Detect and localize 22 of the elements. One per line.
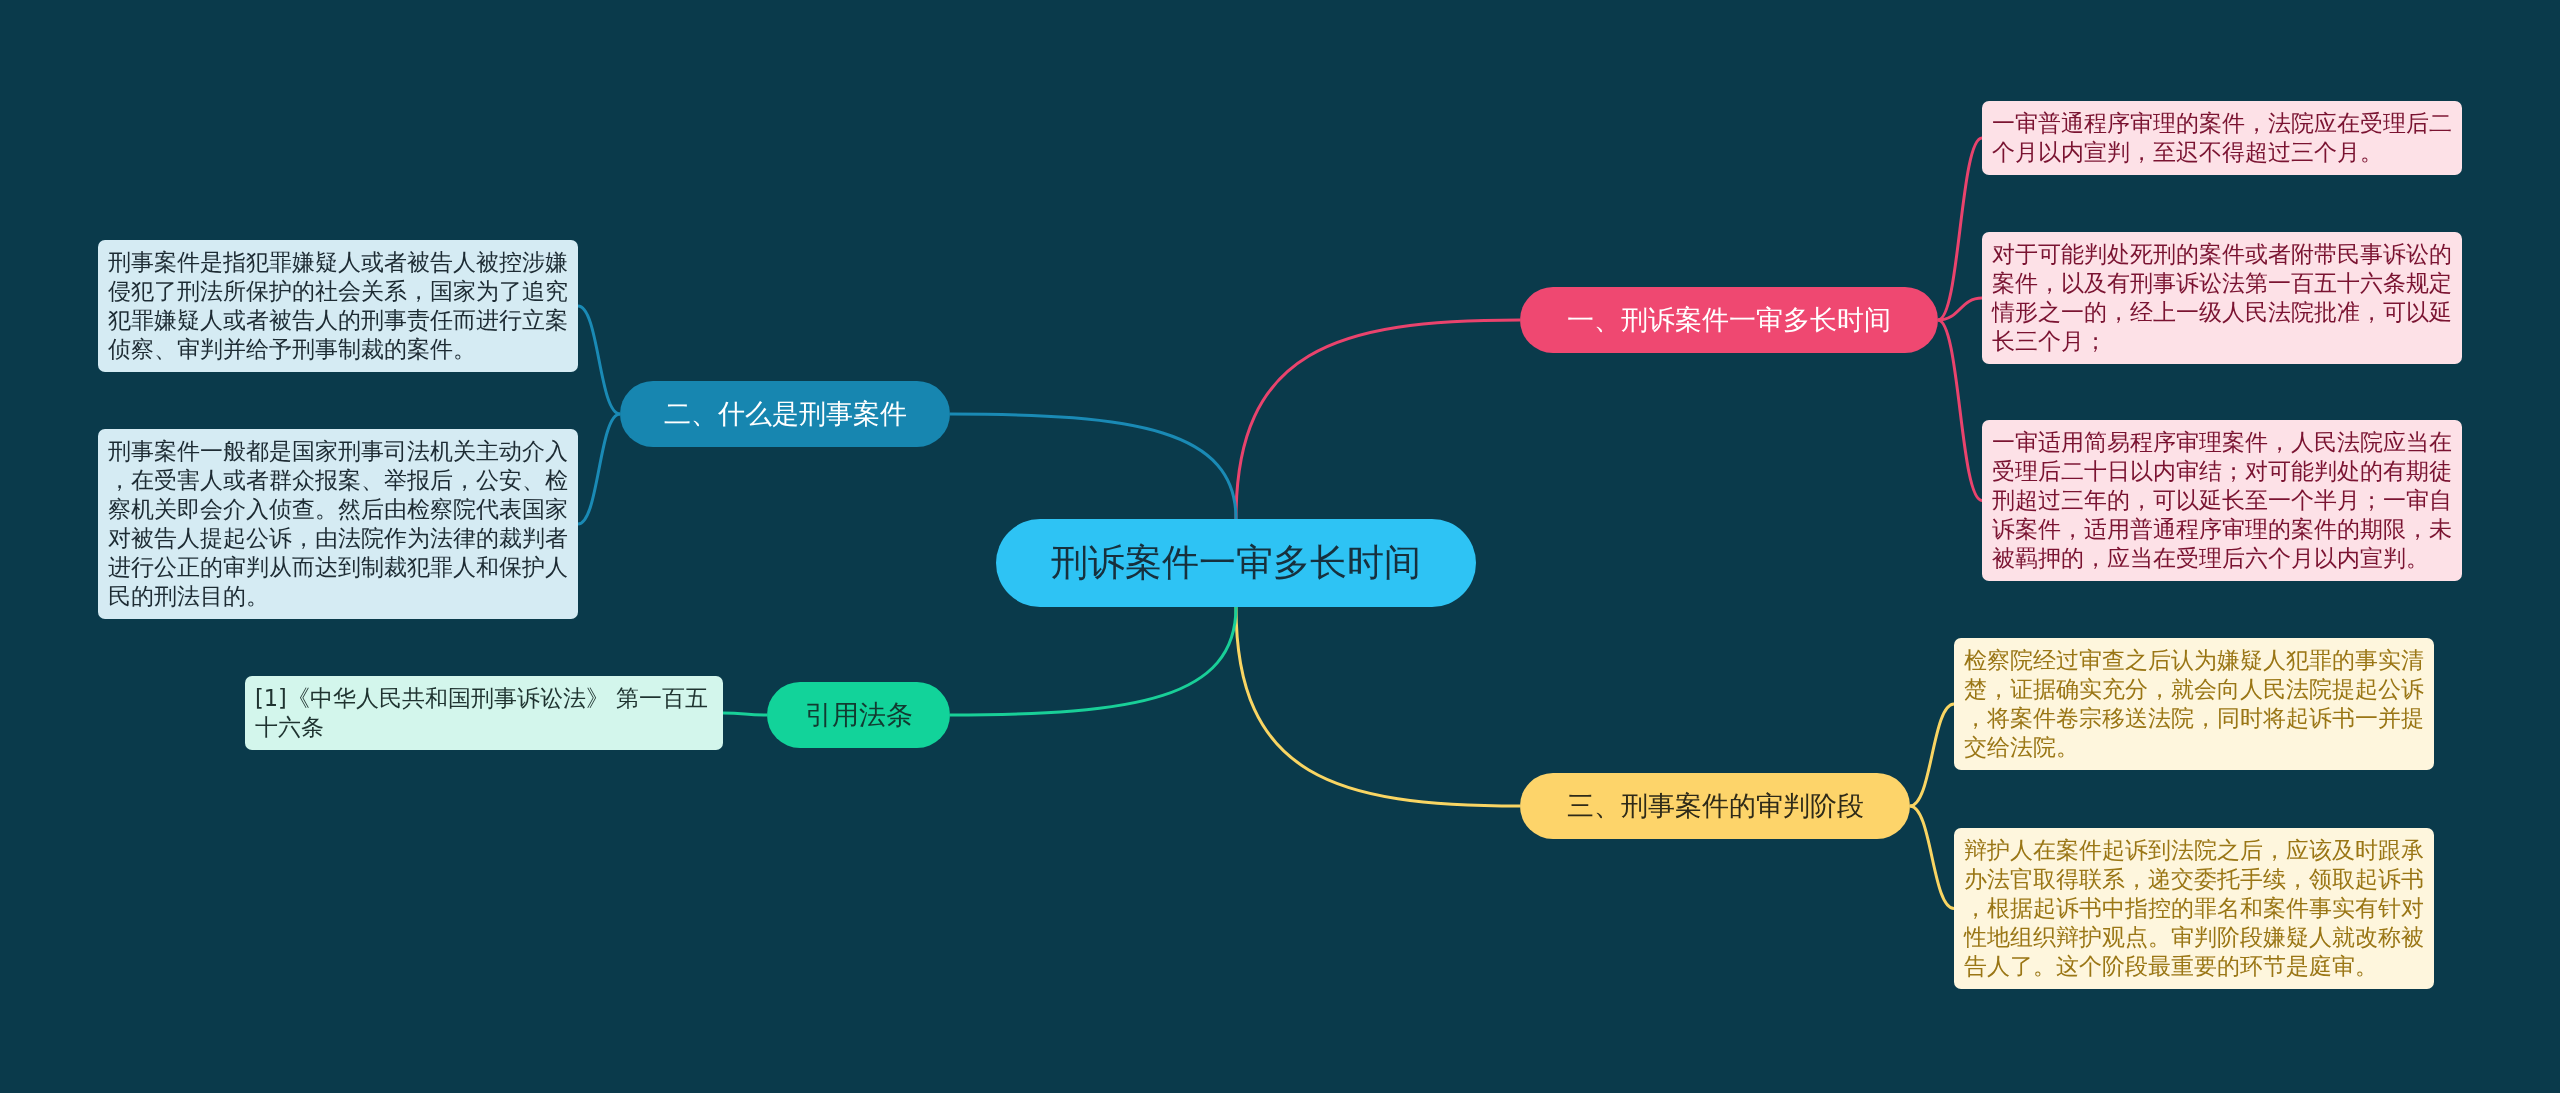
note-box: 刑事案件是指犯罪嫌疑人或者被告人被控涉嫌侵犯了刑法所保护的社会关系，国家为了追究犯罪嫌疑人或者被告人的刑事责任而进行立案侦察、审判并给予刑事制裁的案件。 (98, 240, 578, 372)
topic-pill: 一、刑诉案件一审多长时间 (1520, 287, 1938, 353)
connector-line (577, 304, 621, 416)
note-box: 辩护人在案件起诉到法院之后，应该及时跟承办法官取得联系，递交委托手续，领取起诉书，根据起诉书中指控的罪名和案件事实有针对性地组织辩护观点。审判阶段嫌疑人就改称被告人了。这个阶段最重要的环节是庭审。 (1954, 828, 2434, 989)
note-box: 一审适用简易程序审理案件，人民法院应当在受理后二十日以内审结；对可能判处的有期徒刑超过三年的，可以延长至一个半月；一审自诉案件，适用普通程序审理的案件的期限，未被羁押的，应当在受理后六个月以内宣判。 (1982, 420, 2462, 581)
note-box: 一审普通程序审理的案件，法院应在受理后二个月以内宣判，至迟不得超过三个月。 (1982, 101, 2462, 175)
connector-line (723, 711, 767, 717)
connector-line (1234, 606, 1521, 808)
connector-line (577, 412, 621, 526)
note-box: 对于可能判处死刑的案件或者附带民事诉讼的案件，以及有刑事诉讼法第一百五十六条规定情形之一的，经上一级人民法院批准，可以延长三个月； (1982, 232, 2462, 364)
topic-pill: 二、什么是刑事案件 (620, 381, 950, 447)
note-box: [1]《中华人民共和国刑事诉讼法》 第一百五十六条 (245, 676, 723, 750)
topic-pill: 引用法条 (767, 682, 950, 748)
note-box: 刑事案件一般都是国家刑事司法机关主动介入，在受害人或者群众报案、举报后，公安、检察机关即会介入侦查。然后由检察院代表国家对被告人提起公诉，由法院作为法律的裁判者进行公正的审判从而达到制裁犯罪人和保护人民的刑法目的。 (98, 429, 578, 619)
topic-pill: 三、刑事案件的审判阶段 (1520, 773, 1910, 839)
connector-line (950, 606, 1238, 717)
connector-line (950, 412, 1238, 520)
central-topic-pill: 刑诉案件一审多长时间 (996, 519, 1476, 607)
connector-line (1909, 702, 1955, 808)
connector-line (1909, 804, 1955, 910)
note-box: 检察院经过审查之后认为嫌疑人犯罪的事实清楚，证据确实充分，就会向人民法院提起公诉，将案件卷宗移送法院，同时将起诉书一并提交给法院。 (1954, 638, 2434, 770)
connector-line (1937, 318, 1983, 502)
